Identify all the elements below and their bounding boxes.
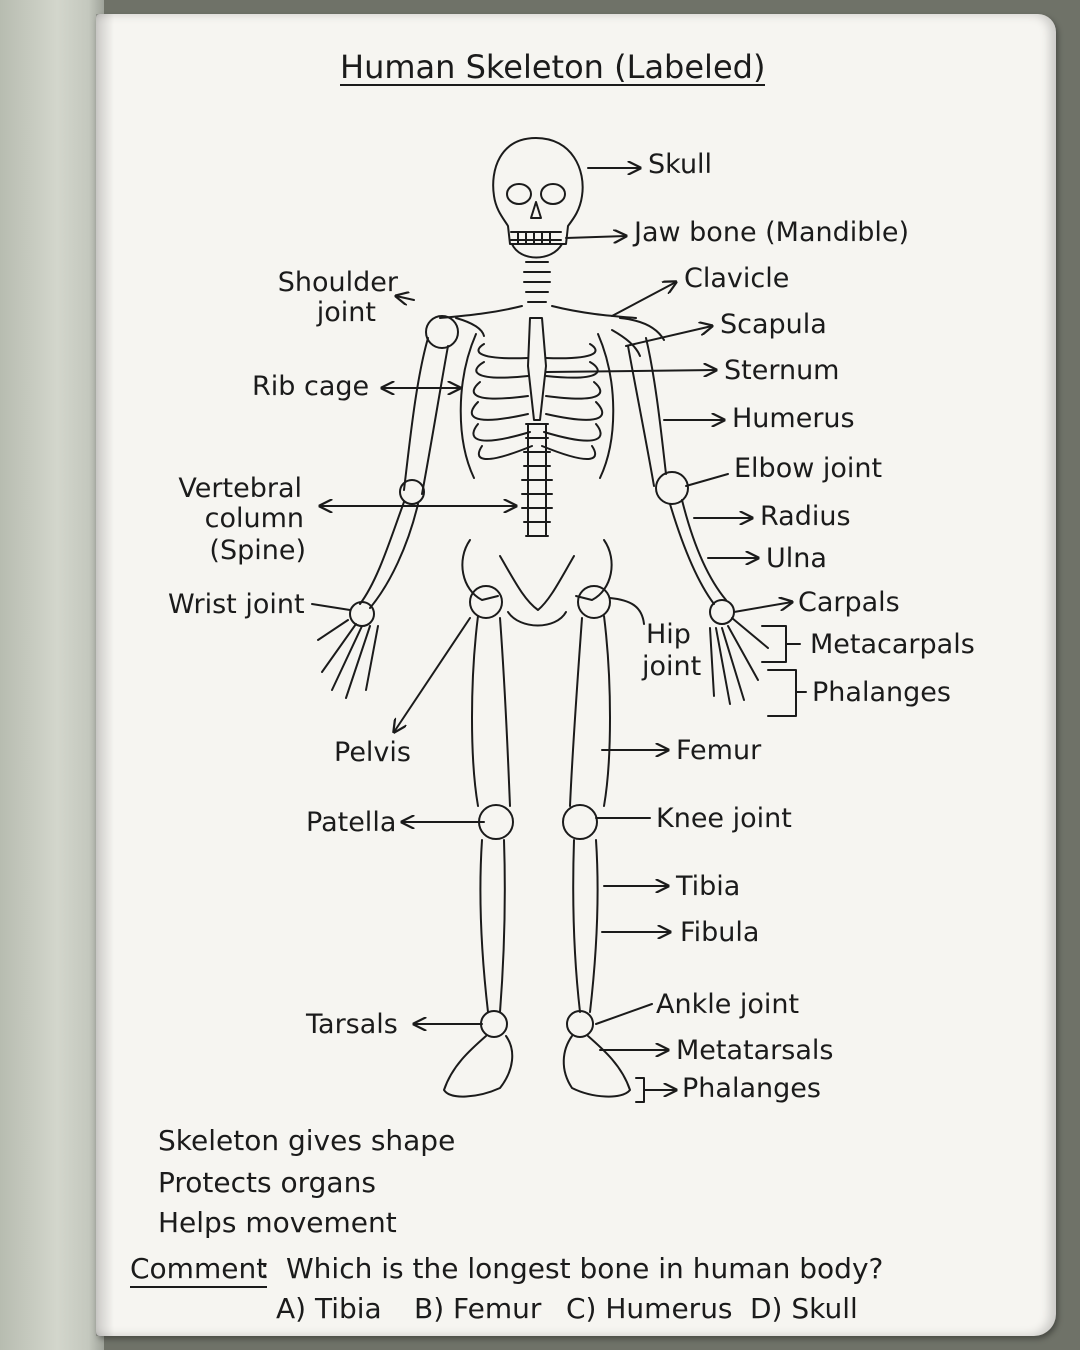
note-line-2: Protects organs <box>158 1166 376 1199</box>
label-vertebral-line3: (Spine) <box>209 535 306 566</box>
skull-drawing <box>492 137 584 259</box>
page-title: Human Skeleton (Labeled) <box>340 48 766 86</box>
label-femur: Femur <box>676 735 762 766</box>
page-gutter-shadow <box>96 14 114 1336</box>
label-scapula: Scapula <box>720 309 827 340</box>
label-pelvis: Pelvis <box>334 737 411 768</box>
label-tibia: Tibia <box>676 871 741 902</box>
note-line-3: Helps movement <box>158 1206 397 1239</box>
notebook-page <box>96 14 1056 1336</box>
label-foot-phalanges: Phalanges <box>682 1073 821 1104</box>
label-hip-joint-line2: joint <box>642 651 702 682</box>
facing-page <box>0 0 104 1350</box>
label-carpals: Carpals <box>798 587 900 618</box>
comment-label: Comment <box>130 1254 268 1288</box>
label-rib-cage: Rib cage <box>252 371 370 402</box>
label-ankle-joint: Ankle joint <box>656 989 800 1020</box>
label-hand-phalanges: Phalanges <box>812 677 951 708</box>
label-skull: Skull <box>648 149 713 180</box>
note-line-1: Skeleton gives shape <box>158 1124 456 1157</box>
label-sternum: Sternum <box>724 355 840 386</box>
label-ulna: Ulna <box>766 543 827 574</box>
option-b: B) Femur <box>414 1292 542 1325</box>
option-c: C) Humerus <box>566 1292 733 1325</box>
comment-separator: : <box>260 1252 270 1285</box>
label-vertebral-line1: Vertebral <box>178 473 302 504</box>
label-clavicle: Clavicle <box>684 263 790 294</box>
label-jaw-bone: Jaw bone (Mandible) <box>634 217 910 248</box>
label-tarsals: Tarsals <box>306 1009 398 1040</box>
label-humerus: Humerus <box>732 403 855 434</box>
label-patella: Patella <box>306 807 397 838</box>
comment-question: Which is the longest bone in human body? <box>286 1252 884 1285</box>
label-metatarsals: Metatarsals <box>676 1035 834 1066</box>
label-metacarpals: Metacarpals <box>810 629 975 660</box>
option-a: A) Tibia <box>276 1292 382 1325</box>
label-elbow-joint: Elbow joint <box>734 453 883 484</box>
label-fibula: Fibula <box>680 917 760 948</box>
label-hip-joint-line1: Hip <box>646 619 691 650</box>
label-knee-joint: Knee joint <box>656 803 792 834</box>
label-wrist-joint: Wrist joint <box>168 589 305 620</box>
option-d: D) Skull <box>750 1292 858 1325</box>
label-vertebral-line2: column <box>204 503 304 534</box>
label-radius: Radius <box>760 501 851 532</box>
label-shoulder-joint-line1: Shoulder <box>277 267 398 298</box>
label-shoulder-joint-line2: joint <box>316 297 376 328</box>
